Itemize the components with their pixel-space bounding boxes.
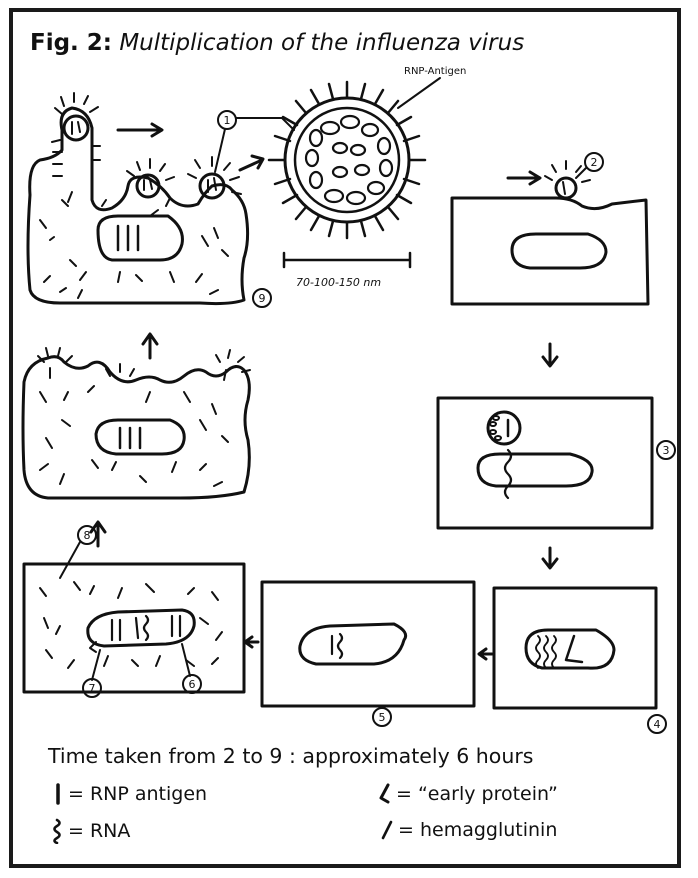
slash-stroke-icon (380, 818, 394, 842)
hook-stroke-icon (376, 782, 392, 806)
step-4-label: 4 (654, 718, 661, 731)
step-7-label: 7 (89, 682, 96, 695)
vertical-bar-icon (52, 782, 64, 806)
step-1-label: 1 (224, 114, 231, 127)
legend-item-rnp-antigen: = RNP antigen (52, 782, 207, 806)
step-8-label: 8 (84, 529, 91, 542)
legend-text: = RNA (68, 820, 130, 842)
step-9-label: 9 (259, 292, 266, 305)
step-2-label: 2 (591, 156, 598, 169)
legend-text: = hemagglutinin (398, 819, 557, 841)
step-5-label: 5 (379, 711, 386, 724)
time-note: Time taken from 2 to 9 : approximately 6… (48, 744, 533, 768)
step-3-label: 3 (663, 444, 670, 457)
rnp-antigen-label: RNP-Antigen (404, 66, 466, 77)
scale-bar-label: 70-100-150 nm (296, 276, 381, 289)
legend-text: = “early protein” (396, 783, 558, 805)
legend-text: = RNP antigen (68, 783, 207, 805)
squiggle-icon (50, 818, 64, 844)
legend-item-rna: = RNA (50, 818, 130, 844)
step-6-label: 6 (189, 678, 196, 691)
diagram-labels: RNP-Antigen 70-100-150 nm 1 2 3 4 5 6 7 … (0, 0, 698, 740)
legend-item-early-protein: = “early protein” (376, 782, 558, 806)
legend-item-hemagglutinin: = hemagglutinin (380, 818, 557, 842)
